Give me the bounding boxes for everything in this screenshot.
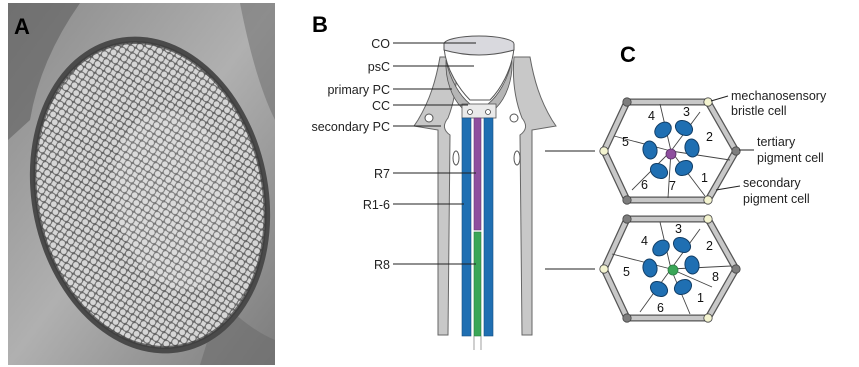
label-tertiary-line1: tertiary (757, 135, 796, 149)
label-r1-6: R1-6 (363, 198, 390, 212)
r1-6-left (462, 118, 471, 336)
label-secondary-pc: secondary PC (311, 120, 390, 134)
label-psc: psC (368, 60, 390, 74)
section-top-number-7: 7 (669, 179, 676, 193)
label-secondary-line2: pigment cell (743, 192, 810, 206)
panel-c: C 3 (600, 42, 827, 322)
cross-section-r7-level: 3 2 1 7 6 5 4 (600, 98, 740, 204)
cross-section-r8-level: 3 2 8 1 6 5 4 (600, 215, 740, 322)
label-bristle-line2: bristle cell (731, 104, 787, 118)
section-top-number-1: 1 (701, 171, 708, 185)
panel-b: B CO psC (311, 12, 595, 350)
tertiary-pigment-cell (623, 196, 631, 204)
bristle-cell (600, 265, 608, 273)
section-bottom-number-8: 8 (712, 270, 719, 284)
cone-cells (462, 104, 496, 118)
label-r7: R7 (374, 167, 390, 181)
r7-rhabdomere-section (666, 149, 676, 159)
section-bottom-number-2: 2 (706, 239, 713, 253)
r8-rhabdomere-section (668, 265, 678, 275)
tertiary-pigment-cell (623, 215, 631, 223)
section-bottom-number-3: 3 (675, 222, 682, 236)
bristle-cell (704, 196, 712, 204)
bristle-cell (704, 98, 712, 106)
panel-a (1, 3, 298, 367)
section-bottom-number-5: 5 (623, 265, 630, 279)
section-top-number-6: 6 (641, 178, 648, 192)
label-primary-pc: primary PC (327, 83, 390, 97)
section-top-number-4: 4 (648, 109, 655, 123)
r7-rhabdomere (474, 118, 481, 230)
r8-rhabdomere (474, 232, 481, 336)
tertiary-pigment-cell (623, 314, 631, 322)
bristle-cell (600, 147, 608, 155)
label-tertiary-line2: pigment cell (757, 151, 824, 165)
label-r8: R8 (374, 258, 390, 272)
label-cc: CC (372, 99, 390, 113)
panel-a-letter: A (14, 14, 30, 39)
tertiary-pigment-cell (732, 147, 740, 155)
panel-b-letter: B (312, 12, 328, 37)
section-bottom-number-6: 6 (657, 301, 664, 315)
tertiary-pigment-cell (623, 98, 631, 106)
section-bottom-number-1: 1 (697, 291, 704, 305)
bristle-cell (704, 314, 712, 322)
bristle-cell (704, 215, 712, 223)
label-bristle-line1: mechanosensory (731, 89, 827, 103)
leader-bristle-cell (711, 96, 728, 101)
label-secondary-line1: secondary (743, 176, 801, 190)
secondary-pigment-cell-left (414, 57, 457, 335)
secondary-pigment-cell-right (513, 57, 556, 335)
section-top-number-2: 2 (706, 130, 713, 144)
r1-6-right (484, 118, 493, 336)
label-co: CO (371, 37, 390, 51)
tertiary-pigment-cell (732, 265, 740, 273)
section-top-number-5: 5 (622, 135, 629, 149)
section-top-number-3: 3 (683, 105, 690, 119)
panel-c-letter: C (620, 42, 636, 67)
section-bottom-number-4: 4 (641, 234, 648, 248)
